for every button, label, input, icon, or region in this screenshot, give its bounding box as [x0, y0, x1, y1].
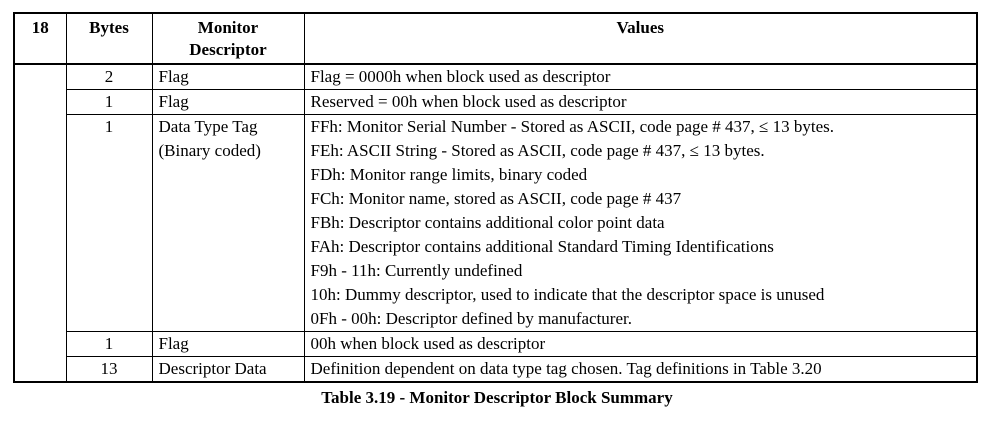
value-line: 00h when block used as descriptor: [310, 334, 546, 353]
value-line: 0Fh - 00h: Descriptor defined by manufac…: [310, 309, 633, 328]
value-line: FEh: ASCII String - Stored as ASCII, cod…: [310, 141, 765, 160]
header-section-number: 18: [13, 12, 67, 65]
field-line: Flag: [158, 92, 189, 111]
value-line: FCh: Monitor name, stored as ASCII, code…: [310, 189, 682, 208]
field-line: Descriptor Data: [158, 359, 267, 378]
field-cell: Flag: [151, 331, 305, 357]
header-monitor-descriptor-line1: Monitor: [197, 18, 259, 37]
table-row: 13 Descriptor Data Definition dependent …: [14, 356, 978, 383]
field-line: Data Type Tag: [158, 117, 258, 136]
values-cell: Definition dependent on data type tag ch…: [303, 356, 978, 383]
field-line: Flag: [158, 334, 189, 353]
field-line: Flag: [158, 67, 189, 86]
table-caption: Table 3.19 - Monitor Descriptor Block Su…: [321, 388, 673, 407]
bytes-cell: 13: [65, 356, 153, 383]
value-line: Definition dependent on data type tag ch…: [310, 359, 822, 378]
header-bytes: Bytes: [65, 12, 153, 65]
table-row: 1 Data Type Tag (Binary coded) FFh: Moni…: [14, 114, 978, 332]
bytes-cell: 1: [65, 114, 153, 332]
value-line: FDh: Monitor range limits, binary coded: [310, 165, 588, 184]
table-row: 2 Flag Flag = 0000h when block used as d…: [13, 63, 978, 383]
table-row: 1 Flag 00h when block used as descriptor: [14, 331, 978, 357]
value-line: FFh: Monitor Serial Number - Stored as A…: [310, 117, 835, 136]
field-cell: Data Type Tag (Binary coded): [151, 114, 305, 332]
bytes-cell: 1: [65, 89, 153, 115]
monitor-descriptor-table: 18 Bytes Monitor Descriptor Values 2 Fla…: [13, 12, 978, 383]
value-line: Reserved = 00h when block used as descri…: [310, 92, 627, 111]
field-line: (Binary coded): [158, 141, 261, 160]
table-header-row: 18 Bytes Monitor Descriptor Values: [13, 12, 978, 65]
table-row: 1 Flag Reserved = 00h when block used as…: [14, 89, 978, 115]
values-cell: FFh: Monitor Serial Number - Stored as A…: [303, 114, 978, 332]
value-line: Flag = 0000h when block used as descript…: [310, 67, 611, 86]
header-monitor-descriptor-line2: Descriptor: [189, 40, 267, 59]
value-line: 10h: Dummy descriptor, used to indicate …: [310, 285, 825, 304]
value-line: FBh: Descriptor contains additional colo…: [310, 213, 665, 232]
value-line: F9h - 11h: Currently undefined: [310, 261, 523, 280]
header-values: Values: [303, 12, 978, 65]
values-cell: 00h when block used as descriptor: [303, 331, 978, 357]
field-cell: Flag: [151, 63, 305, 90]
value-line: FAh: Descriptor contains additional Stan…: [310, 237, 774, 256]
values-cell: Reserved = 00h when block used as descri…: [303, 89, 978, 115]
field-cell: Flag: [151, 89, 305, 115]
section-spacer-cell: [13, 63, 67, 383]
values-cell: Flag = 0000h when block used as descript…: [303, 63, 978, 90]
field-cell: Descriptor Data: [151, 356, 305, 383]
bytes-cell: 2: [65, 63, 153, 90]
bytes-cell: 1: [65, 331, 153, 357]
header-monitor-descriptor: Monitor Descriptor: [151, 12, 305, 65]
